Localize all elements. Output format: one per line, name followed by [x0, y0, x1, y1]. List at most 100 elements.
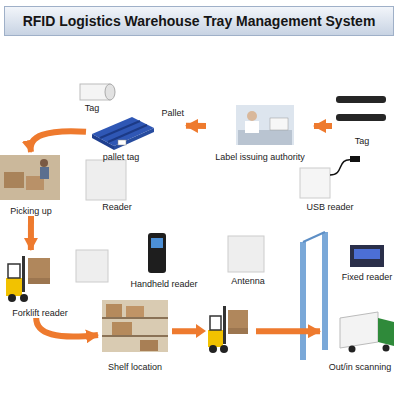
part-label: USB reader — [292, 202, 368, 212]
forklift-mast — [223, 306, 226, 344]
step-caption: Pallet — [161, 108, 184, 118]
tag-bar — [336, 114, 386, 121]
tag-roll-end — [105, 84, 115, 100]
wheel — [220, 345, 228, 353]
wheel — [209, 345, 217, 353]
tag-roll — [80, 84, 115, 100]
wheel — [20, 294, 28, 302]
printer — [270, 118, 288, 130]
handheld-reader — [148, 233, 166, 273]
title-text: RFID Logistics Warehouse Tray Management… — [23, 13, 376, 29]
process-step: Shelf location — [98, 298, 172, 372]
part-label: Antenna — [220, 276, 276, 286]
box — [112, 322, 132, 335]
pallet — [92, 117, 154, 150]
process-step: Forklift reader — [2, 250, 78, 318]
forklift — [208, 306, 248, 353]
forklift — [6, 256, 50, 302]
wheel — [8, 294, 16, 302]
truck — [340, 312, 394, 353]
usb-reader-body — [300, 168, 330, 198]
flow-arrow — [172, 328, 320, 334]
step-caption: Forklift reader — [2, 308, 78, 318]
flow-arrow — [31, 131, 86, 152]
worker-body — [40, 167, 49, 179]
gate-post — [300, 242, 306, 360]
flow-arrow — [28, 216, 34, 250]
box — [126, 306, 144, 317]
step-caption: Label issuing authority — [206, 152, 314, 162]
person-head — [247, 111, 257, 121]
reader-panel — [86, 160, 126, 200]
forklift-mast — [22, 256, 25, 292]
forklift-body — [208, 330, 223, 347]
gate-post — [322, 232, 328, 350]
truck-trailer — [340, 312, 378, 348]
pallet-tag-symbol — [118, 140, 126, 145]
flow-arrow — [186, 123, 206, 129]
pallet-side — [114, 128, 154, 150]
pallet-side — [92, 134, 114, 150]
box — [140, 340, 158, 351]
truck-cab — [378, 318, 394, 346]
forklift-cage — [210, 316, 221, 330]
usb-reader — [300, 156, 360, 198]
usb-cable — [330, 160, 352, 175]
gate-bar — [303, 232, 325, 242]
title-band: RFID Logistics Warehouse Tray Management… — [4, 6, 394, 36]
fixed-reader-screen — [354, 249, 380, 259]
handheld-screen — [151, 238, 163, 248]
box — [28, 258, 50, 278]
person-body — [245, 121, 259, 133]
step-caption: Shelf location — [98, 362, 172, 372]
process-step: Pallet pallet tag — [86, 108, 186, 162]
label-office-photo — [236, 105, 294, 145]
part-label: Fixed reader — [336, 272, 398, 282]
flow-arrow — [36, 318, 98, 337]
wheel — [349, 346, 356, 353]
tag-bars — [336, 96, 386, 121]
wheel — [383, 345, 390, 352]
shelf — [102, 335, 168, 337]
photo-background — [0, 155, 60, 200]
antenna-panel — [228, 236, 264, 272]
box — [228, 310, 248, 328]
box — [228, 328, 248, 334]
box — [4, 172, 24, 188]
tag-bar — [336, 96, 386, 103]
process-step: Out/in scanning — [320, 305, 400, 372]
flow-arrow — [314, 123, 332, 129]
fixed-reader-body — [350, 245, 384, 267]
picking-photo — [0, 155, 60, 200]
part-label: Handheld reader — [124, 279, 204, 289]
photo-background — [102, 300, 168, 352]
process-step: Label issuing authority — [206, 102, 314, 162]
worker-head — [40, 159, 48, 167]
usb-plug — [350, 156, 360, 162]
forklift-cage — [8, 264, 20, 278]
gate — [300, 232, 328, 360]
step-caption: Out/in scanning — [320, 362, 400, 372]
handheld-body — [148, 233, 166, 273]
shelf — [102, 317, 168, 319]
arrowhead-shape — [196, 324, 206, 338]
box — [106, 304, 122, 317]
step-caption: Picking up — [0, 206, 62, 216]
shelf-photo — [102, 300, 168, 352]
forklift-body — [6, 278, 22, 296]
photo-background — [236, 105, 294, 145]
part-label: Tag — [70, 103, 114, 113]
step-subcaption: pallet tag — [86, 152, 156, 162]
fixed-reader — [350, 245, 384, 267]
pallet-slat — [108, 125, 147, 142]
step-caption: Tag — [332, 136, 392, 146]
process-step: Tag — [332, 92, 392, 146]
part-label: Reader — [92, 202, 142, 212]
reader-panel — [76, 250, 108, 282]
process-step: Picking up — [0, 152, 62, 216]
box — [28, 278, 50, 284]
pallet-slat — [100, 121, 140, 138]
